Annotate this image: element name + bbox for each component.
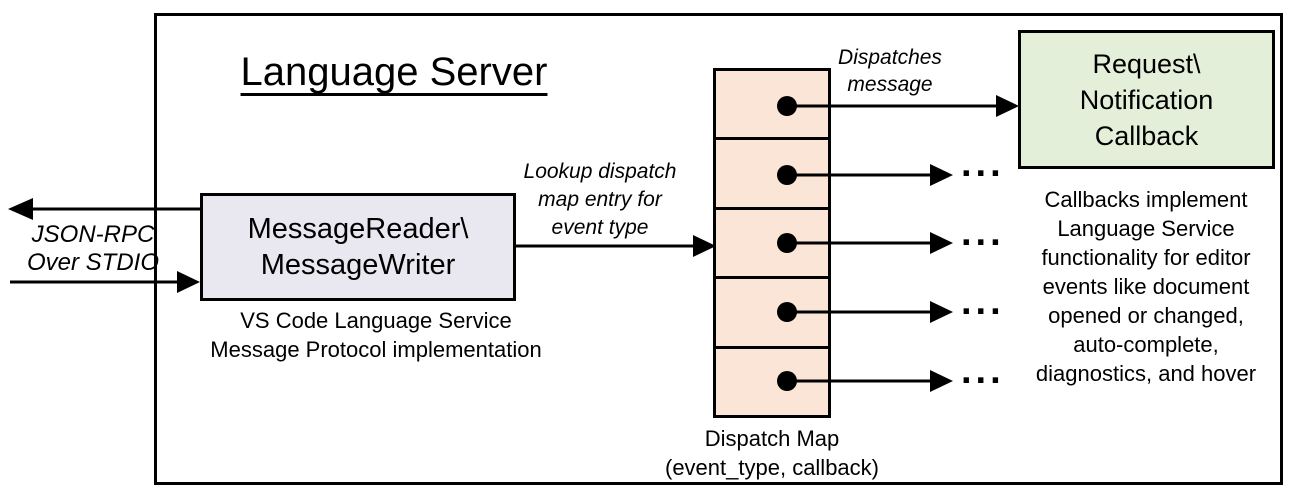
dispatches-label-line1: Dispatches: [838, 46, 942, 69]
lookup-label-line2: map entry for: [538, 188, 662, 211]
callback-caption-line5: opened or changed,: [1048, 303, 1244, 328]
dispatch-map-cell: [716, 206, 828, 276]
message-caption-line1: VS Code Language Service: [240, 308, 512, 333]
dispatch-map-cell: [716, 137, 828, 206]
callback-caption-line2: Language Service: [1057, 216, 1235, 241]
callback-caption-line6: auto-complete,: [1073, 332, 1219, 357]
callback-caption-line4: events like document: [1042, 274, 1250, 299]
ellipsis-row5: ...: [961, 350, 1005, 392]
diagram-title: Language Server: [240, 50, 548, 94]
stdio-label: JSON-RPC Over STDIO: [17, 221, 169, 277]
callback-box-line2: Notification: [1079, 84, 1214, 115]
dispatches-message-label: Dispatches message: [806, 44, 974, 98]
dispatch-map-table: [713, 68, 831, 418]
language-server-boundary: [154, 13, 1283, 485]
callback-box-line3: Callback: [1094, 120, 1199, 151]
ellipsis-row4: ...: [961, 281, 1005, 323]
dispatches-label-line2: message: [847, 73, 933, 96]
dispatch-map-cell: [716, 345, 828, 415]
callback-caption: Callbacks implement Language Service fun…: [1008, 185, 1284, 388]
ellipsis-row2: ...: [961, 143, 1005, 185]
dispatch-map-cell: [716, 71, 828, 137]
request-notification-callback-box: Request\ Notification Callback: [1018, 30, 1275, 169]
dispatch-map-caption-line2: (event_type, callback): [665, 455, 879, 480]
lookup-dispatch-label: Lookup dispatch map entry for event type: [504, 158, 696, 242]
lookup-label-line3: event type: [551, 216, 649, 239]
dispatch-map-cell: [716, 276, 828, 345]
ellipsis-row3: ...: [961, 212, 1005, 254]
callback-caption-line3: functionality for editor: [1041, 245, 1251, 270]
message-box-line2: MessageWriter: [260, 249, 456, 281]
callback-box-line1: Request\: [1092, 48, 1201, 79]
dispatch-map-caption: Dispatch Map (event_type, callback): [660, 424, 884, 482]
message-caption-line2: Message Protocol implementation: [210, 337, 542, 362]
message-reader-writer-box: MessageReader\ MessageWriter: [200, 193, 516, 301]
dispatch-map-caption-line1: Dispatch Map: [704, 426, 840, 451]
lookup-label-line1: Lookup dispatch: [523, 160, 677, 183]
stdio-label-line1: JSON-RPC: [31, 221, 155, 248]
callback-caption-line1: Callbacks implement: [1044, 187, 1248, 212]
message-box-caption: VS Code Language Service Message Protoco…: [188, 306, 564, 364]
stdio-label-line2: Over STDIO: [26, 249, 159, 276]
message-box-line1: MessageReader\: [247, 213, 469, 245]
callback-caption-line7: diagnostics, and hover: [1035, 361, 1257, 386]
